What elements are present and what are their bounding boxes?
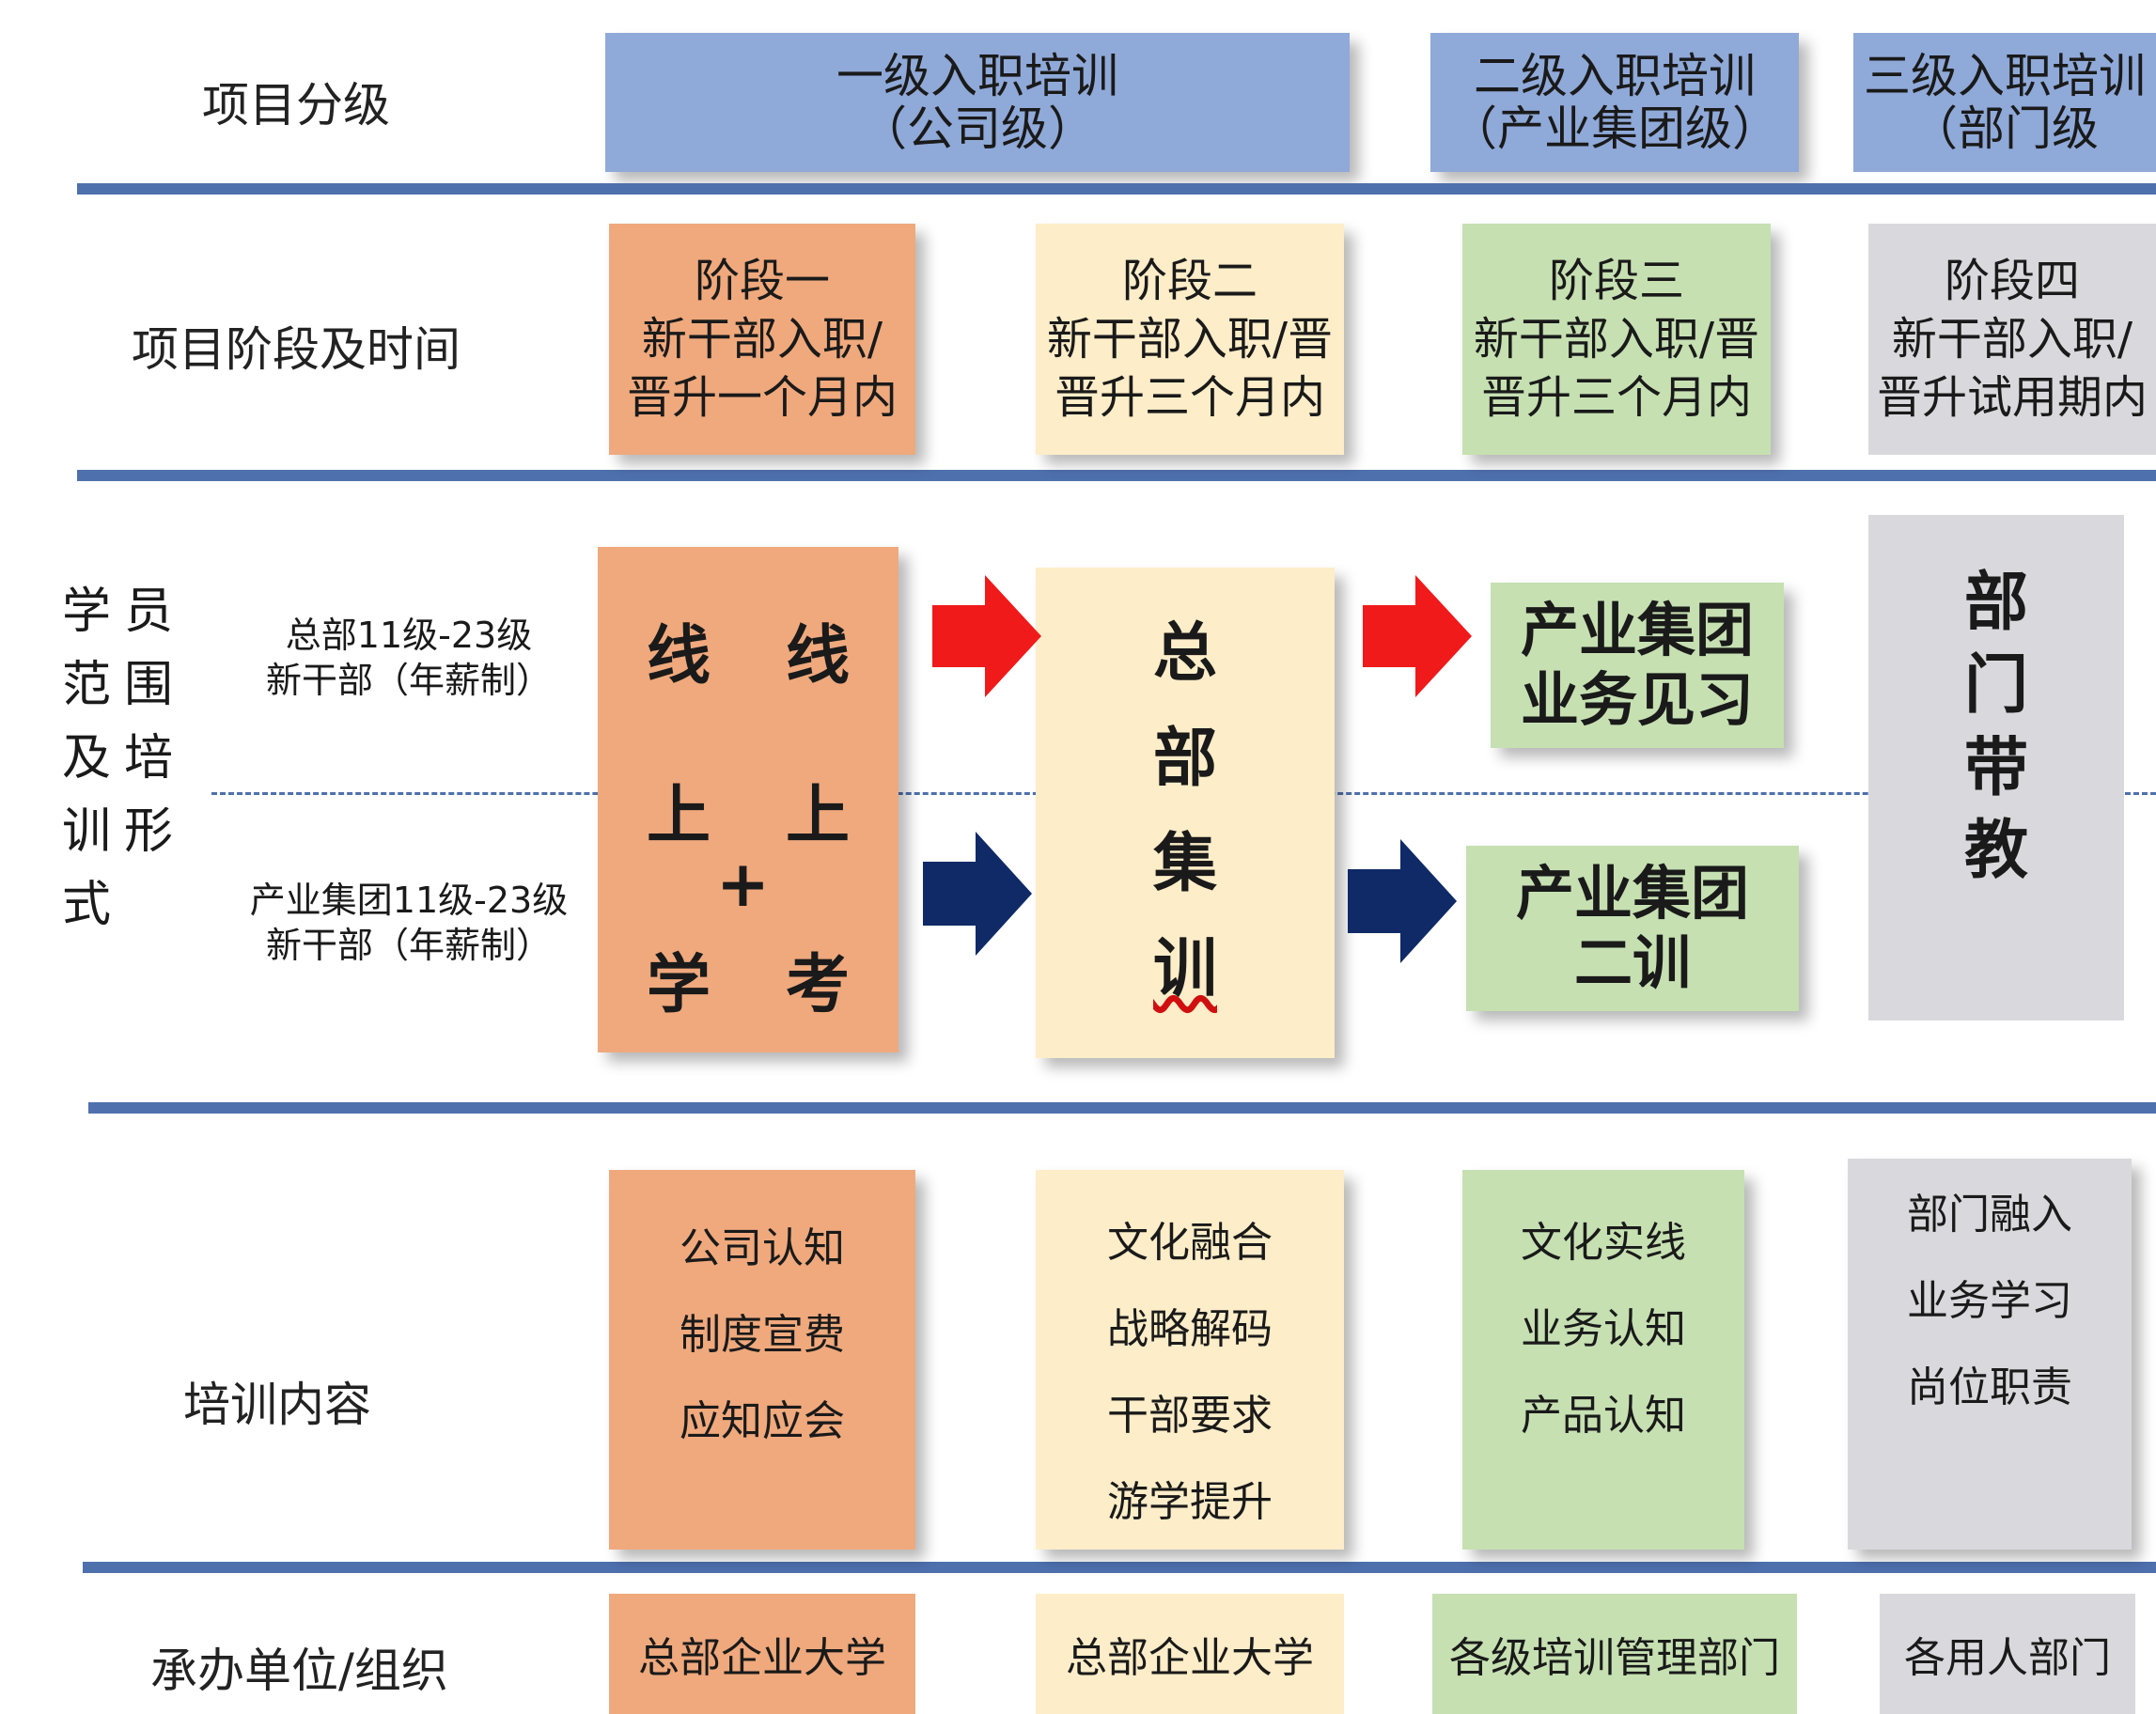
row-label-stage-time: 项目阶段及时间 (132, 322, 461, 377)
stage-line: 晋升三个月内 (1054, 371, 1325, 424)
content-item: 业务认知 (1521, 1305, 1686, 1353)
industry-internship-line: 业务见习 (1520, 665, 1754, 734)
student-group-industry-line1: 产业集团11级-23级 (249, 880, 569, 921)
online-char: 上 (786, 779, 851, 853)
online-char: 线 (786, 619, 851, 693)
hq-training-char: 集 (1152, 827, 1217, 901)
row-label-students-line: 及培 (62, 730, 187, 787)
stage-line: 新干部入职/晋 (1046, 313, 1334, 366)
red-arrow-icon (1363, 575, 1472, 697)
organizer-box-4: 各用人部门 (1880, 1594, 2135, 1714)
stage-4-box: 阶段四 新干部入职/ 晋升试用期内 (1868, 224, 2156, 455)
student-group-industry: 产业集团11级-23级 新干部（年薪制） (221, 878, 597, 968)
navy-arrow-icon (1348, 839, 1457, 963)
dept-char: 部 (1963, 566, 2028, 640)
online-study-exam-box: 线 线 上 上 + 学 考 (598, 547, 898, 1052)
content-item: 战略解码 (1107, 1305, 1273, 1353)
row-label-students-line: 训形 (62, 803, 187, 860)
content-item: 干部要求 (1107, 1392, 1273, 1440)
content-item: 文化实线 (1521, 1219, 1686, 1267)
hq-training-char: 部 (1152, 722, 1217, 796)
content-item: 应知应会 (680, 1397, 845, 1445)
row-label-students: 学员 范围 及培 训形 式 (62, 575, 186, 942)
stage-line: 晋升一个月内 (626, 371, 898, 424)
content-box-4: 部门融入 业务学习 尚位职责 (1848, 1159, 2132, 1550)
divider-rule (77, 470, 2156, 481)
content-item: 业务学习 (1907, 1277, 2072, 1325)
header-level-1: 一级入职培训 （公司级） (605, 33, 1350, 172)
header-level-1-sub: （公司级） (860, 101, 1095, 156)
student-group-hq-line1: 总部11级-23级 (285, 615, 533, 656)
red-arrow-icon (932, 575, 1041, 697)
online-char: 上 (647, 779, 711, 853)
stage-title: 阶段一 (694, 255, 830, 307)
content-item: 制度宣费 (680, 1311, 845, 1359)
divider-rule (77, 183, 2156, 195)
student-group-hq-line2: 新干部（年薪制） (265, 660, 552, 701)
row-label-students-line: 学员 (62, 584, 187, 640)
hq-training-char: 总 (1152, 616, 1217, 691)
dept-char: 教 (1963, 814, 2028, 888)
header-level-2-sub: （产业集团级） (1450, 101, 1779, 156)
header-level-2: 二级入职培训 （产业集团级） (1430, 33, 1799, 172)
industry-second-line: 二训 (1573, 928, 1691, 997)
stage-title: 阶段三 (1548, 255, 1684, 307)
stage-title: 阶段二 (1121, 255, 1258, 307)
content-box-1: 公司认知 制度宣费 应知应会 (609, 1170, 915, 1550)
content-item: 文化融合 (1107, 1219, 1273, 1267)
hq-training-char: 训 (1152, 932, 1217, 1006)
organizer-box-1: 总部企业大学 (609, 1594, 915, 1714)
industry-second-training-box: 产业集团 二训 (1466, 846, 1799, 1011)
header-level-3-title: 三级入职培训 (1864, 49, 2146, 103)
row-label-grading: 项目分级 (202, 78, 390, 132)
industry-internship-line: 产业集团 (1520, 596, 1754, 664)
stage-line: 晋升试用期内 (1876, 371, 2148, 424)
organizer-name: 各级培训管理部门 (1449, 1634, 1780, 1682)
row-label-students-line: 范围 (62, 657, 187, 713)
plus-sign: + (716, 848, 770, 922)
student-group-industry-line2: 新干部（年薪制） (265, 925, 552, 966)
divider-rule (83, 1562, 2156, 1573)
row-label-organizer: 承办单位/组织 (150, 1644, 448, 1698)
stage-line: 新干部入职/ (641, 313, 883, 366)
header-level-1-title: 一级入职培训 (836, 49, 1118, 103)
stage-line: 晋升三个月内 (1480, 371, 1752, 424)
dept-char: 带 (1963, 731, 2028, 805)
industry-second-line: 产业集团 (1515, 859, 1749, 927)
organizer-box-2: 总部企业大学 (1036, 1594, 1344, 1714)
organizer-name: 总部企业大学 (1066, 1634, 1314, 1682)
department-mentoring-box: 部 门 带 教 (1868, 515, 2124, 1021)
divider-rule (88, 1102, 2156, 1114)
organizer-box-3: 各级培训管理部门 (1432, 1594, 1797, 1714)
stage-3-box: 阶段三 新干部入职/晋 晋升三个月内 (1462, 224, 1771, 455)
content-box-2: 文化融合 战略解码 干部要求 游学提升 (1036, 1170, 1344, 1550)
content-box-3: 文化实线 业务认知 产品认知 (1462, 1170, 1744, 1550)
stage-line: 新干部入职/ (1891, 313, 2133, 366)
content-item: 公司认知 (680, 1224, 845, 1272)
dept-char: 门 (1963, 648, 2028, 723)
header-level-3-sub: （部门级 (1911, 101, 2099, 156)
header-level-3: 三级入职培训 （部门级 (1853, 33, 2156, 172)
stage-line: 新干部入职/晋 (1473, 313, 1760, 366)
student-group-hq: 总部11级-23级 新干部（年薪制） (240, 613, 578, 703)
content-item: 尚位职责 (1907, 1363, 2072, 1411)
organizer-name: 各用人部门 (1904, 1634, 2111, 1682)
online-char: 线 (647, 619, 711, 693)
row-label-content: 培训内容 (183, 1378, 371, 1432)
online-char: 考 (786, 948, 851, 1022)
row-label-students-line: 式 (62, 877, 125, 933)
stage-1-box: 阶段一 新干部入职/ 晋升一个月内 (609, 224, 915, 455)
online-char: 学 (647, 948, 711, 1022)
stage-title: 阶段四 (1944, 255, 2080, 307)
stage-2-box: 阶段二 新干部入职/晋 晋升三个月内 (1036, 224, 1344, 455)
hq-centralized-training-box: 总 部 集 训 (1036, 568, 1335, 1058)
content-item: 部门融入 (1907, 1191, 2072, 1239)
navy-arrow-icon (923, 832, 1032, 956)
organizer-name: 总部企业大学 (638, 1634, 886, 1682)
header-level-2-title: 二级入职培训 (1474, 49, 1756, 103)
industry-internship-box: 产业集团 业务见习 (1491, 583, 1784, 748)
content-item: 游学提升 (1107, 1478, 1273, 1526)
content-item: 产品认知 (1521, 1392, 1686, 1440)
